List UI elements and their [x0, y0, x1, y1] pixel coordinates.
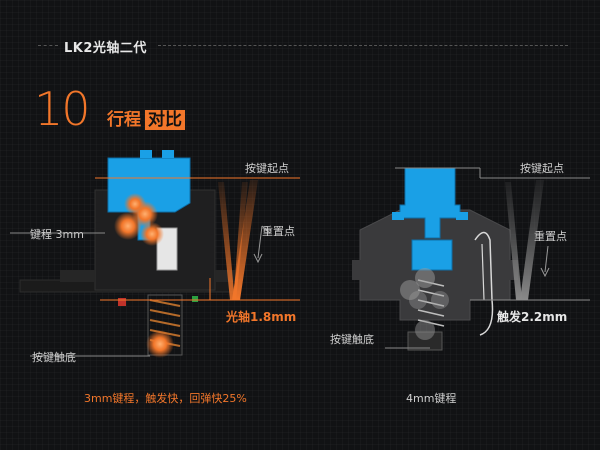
header-line-right [158, 45, 568, 47]
header-line-left [38, 45, 58, 47]
left-switch [19, 150, 241, 358]
left-caption: 3mm键程，触发快，回弹快25% [84, 392, 247, 405]
right-switch [352, 167, 518, 351]
left-label-travel: 键程 3mm [30, 228, 84, 241]
section-title: 行程对比 [107, 105, 185, 130]
left-travel-graph [218, 180, 271, 300]
right-label-bottom: 按键触底 [330, 333, 374, 346]
right-caption: 4mm键程 [406, 392, 457, 405]
section-title-part2: 对比 [145, 110, 185, 130]
right-label-start: 按键起点 [520, 162, 564, 175]
right-label-trigger: 触发2.2mm [497, 310, 568, 324]
left-label-start: 按键起点 [245, 162, 289, 175]
right-travel-graph [505, 180, 550, 300]
left-label-bottom: 按键触底 [32, 351, 76, 364]
right-label-reset: 重置点 [534, 230, 567, 243]
section-title-part1: 行程 [107, 110, 141, 130]
section-number: 10 [34, 82, 91, 136]
header-title: LK2光轴二代 [64, 41, 147, 56]
left-label-trigger: 光轴1.8mm [226, 310, 297, 324]
left-label-reset: 重置点 [262, 225, 295, 238]
